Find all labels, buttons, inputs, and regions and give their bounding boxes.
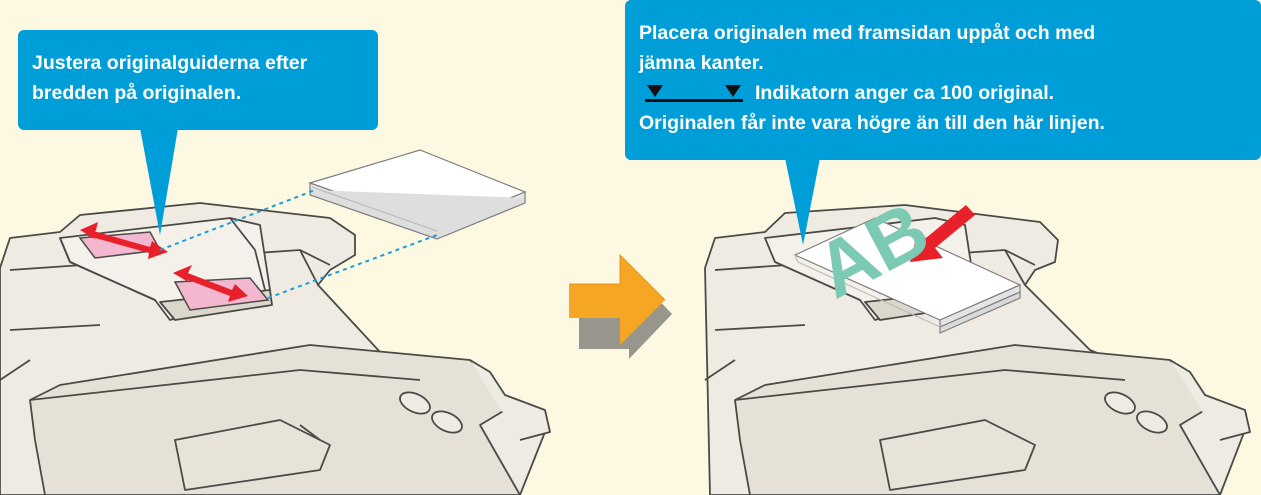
left-scanner [0,202,551,495]
right-callout-line-4: Originalen får inte vara högre än till d… [639,112,1105,134]
right-callout-line-2: jämna kanter. [639,52,764,74]
lower-guide-arrow [173,265,248,302]
left-callout-shape [18,30,378,235]
loaded-paper-stack [793,217,1022,334]
indicator-text: Indikatorn anger ca 100 original. [755,82,1055,104]
double-headed-arrow-icon [80,222,248,302]
paper-stack [308,149,527,240]
down-left-arrow-icon [910,205,975,262]
left-callout-line-1: Justera originalguiderna efter [32,52,308,74]
left-callout-line-2: bredden på originalen. [32,82,242,104]
upper-guide-arrow [80,222,168,259]
alignment-dotted-lines [159,189,438,299]
indicator-line: Indikatorn anger ca 100 original. [639,78,1105,108]
right-scanner [704,204,1251,495]
right-callout: Placera originalen med framsidan uppåt o… [639,18,1105,138]
right-arrow-icon [569,253,672,359]
indicator-marker-icon [645,82,743,104]
right-callout-shape [625,0,1261,245]
right-callout-line-1: Placera originalen med framsidan uppåt o… [639,22,1096,44]
left-callout: Justera originalguiderna efter bredden p… [32,48,307,108]
